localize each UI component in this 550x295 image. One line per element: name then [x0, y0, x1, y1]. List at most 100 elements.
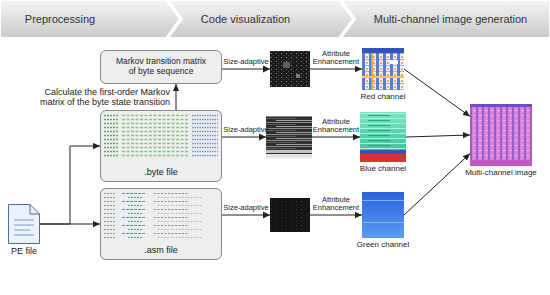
byte-dump-picture [100, 110, 222, 182]
red-channel-picture [362, 48, 404, 90]
edge-label-anchor: Attribute Enhancement [309, 118, 363, 135]
node-text: Preprocessing [25, 13, 95, 26]
arrowhead [263, 212, 270, 219]
image-caption: Multi-channel image [465, 168, 537, 177]
connector-arrow [40, 146, 100, 224]
node-text: Multi-channel image generation [374, 13, 527, 26]
caption-anchor: PE file [11, 246, 37, 256]
connector-arrow [176, 84, 177, 110]
green-channel-picture [362, 192, 404, 238]
image-band [360, 150, 406, 154]
asm-listing [102, 192, 220, 238]
document-lines [14, 220, 34, 235]
grey-patch [296, 74, 300, 78]
caption-anchor: Blue channel [360, 164, 406, 173]
image-texture [362, 48, 404, 90]
chevron-outline [168, 0, 353, 38]
image-patch [390, 60, 398, 64]
node-text: .byte file [144, 167, 178, 177]
grey-texture [270, 198, 310, 232]
node-text: .asm file [144, 245, 178, 255]
image-caption: Red channel [361, 92, 406, 101]
grey-image-top [270, 51, 310, 87]
size-adaptive-arrowheads [259, 66, 270, 219]
document-outline [9, 205, 40, 244]
image-ground [470, 104, 532, 166]
multi-channel-picture [470, 104, 532, 166]
image-band [360, 154, 406, 162]
asm-listing-picture [100, 188, 222, 260]
document-shape [8, 204, 40, 244]
edge-label: Attribute Enhancement [309, 118, 363, 135]
grey-image-bottom [270, 198, 310, 232]
grey-image [266, 116, 312, 158]
node-text: Code visualization [201, 13, 290, 26]
hex-dump [102, 114, 220, 158]
caption-anchor: Multi-channel image [465, 168, 537, 177]
image-caption: PE file [11, 246, 37, 256]
grey-image [270, 198, 310, 232]
grey-texture [270, 51, 310, 87]
step-label: Size-adaptive [223, 58, 268, 67]
image-stripe [371, 53, 373, 90]
blue-channel-picture [360, 112, 406, 162]
image-stripe [362, 200, 404, 201]
step-label-anchor: Size-adaptive [223, 204, 268, 213]
document-fold [30, 205, 40, 215]
node-text: Markov transition matrix of byte sequenc… [113, 57, 209, 77]
edge-label: Attribute Enhancement [309, 196, 363, 213]
image-caption: Blue channel [360, 164, 406, 173]
image-band [470, 160, 532, 166]
edge-label: Calculate the first-order Markov matrix … [30, 87, 170, 108]
image-stripe [362, 76, 404, 78]
connector-arrow [404, 69, 470, 116]
grey-image-middle [266, 116, 312, 158]
image-texture [360, 112, 406, 150]
channel-image: Green channel [362, 192, 404, 238]
chevron-outline [0, 0, 180, 38]
arrowhead [263, 66, 270, 73]
step-label: Size-adaptive [223, 126, 268, 135]
stage-chevron: Multi-channel image generation [341, 0, 550, 38]
grey-texture [266, 116, 312, 150]
grey-band [266, 150, 312, 153]
connector-arrow [404, 154, 470, 215]
stage-chevron: Preprocessing [0, 0, 180, 38]
box-fill [100, 110, 222, 182]
edge-label-anchor: Calculate the first-order Markov matrix … [30, 87, 170, 108]
stage-chevron: Code visualization [168, 0, 353, 38]
edge-label-anchor: Attribute Enhancement [309, 50, 363, 67]
box-fill [100, 188, 222, 260]
file-box: .asm file [100, 188, 222, 260]
channel-image: Blue channel [360, 112, 406, 162]
edge-label-anchor: Attribute Enhancement [309, 196, 363, 213]
image-stripe [362, 222, 404, 223]
arrowhead [259, 134, 266, 141]
image-texture [470, 104, 532, 166]
process-box: Markov transition matrix of byte sequenc… [100, 50, 222, 84]
step-label-anchor: Size-adaptive [223, 126, 268, 135]
grey-band [266, 154, 312, 158]
connector-arrow [40, 224, 100, 225]
chevron-outline [341, 0, 550, 38]
caption-anchor: Red channel [361, 92, 406, 101]
image-band [470, 104, 532, 107]
edge-label: Attribute Enhancement [309, 50, 363, 67]
step-label: Size-adaptive [223, 204, 268, 213]
caption-anchor: Green channel [357, 240, 409, 249]
document-icon: PE file [8, 204, 40, 244]
file-box: .byte file [100, 110, 222, 182]
image-ground [362, 192, 404, 238]
connector-arrow [406, 135, 470, 137]
image-band [362, 48, 404, 53]
step-label-anchor: Size-adaptive [223, 58, 268, 67]
image-caption: Green channel [357, 240, 409, 249]
channel-image: Red channel [362, 48, 404, 90]
grey-patch [283, 62, 290, 68]
merged-image: Multi-channel image [470, 104, 532, 166]
image-ground [360, 112, 406, 162]
grey-image [270, 51, 310, 87]
image-ground [362, 48, 404, 90]
